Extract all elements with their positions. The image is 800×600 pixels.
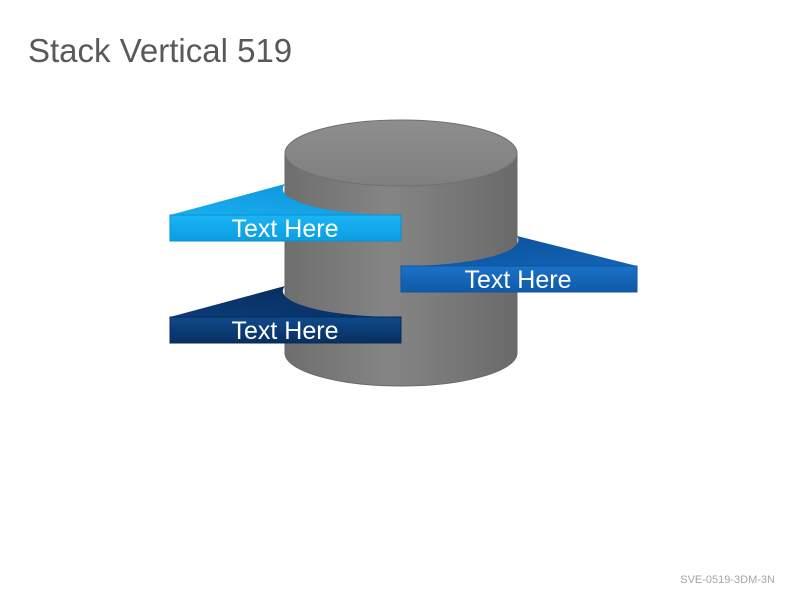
label-2-band [400,265,638,293]
footer-code: SVE-0519-3DM-3N [680,574,775,586]
label-1: Text Here [169,184,402,243]
page-title: Stack Vertical 519 [28,32,293,69]
label-1-wing [170,184,401,216]
label-3-wing [170,286,401,318]
label-1-band [169,214,402,242]
label-3-band [169,316,402,344]
label-3-text: Text Here [232,317,339,345]
label-2-wing [401,236,637,267]
label-1-text: Text Here [232,215,339,243]
label-2: Text Here [400,236,638,294]
label-2-text: Text Here [465,266,572,294]
label-3: Text Here [169,286,402,345]
cylinder-top [284,119,518,187]
